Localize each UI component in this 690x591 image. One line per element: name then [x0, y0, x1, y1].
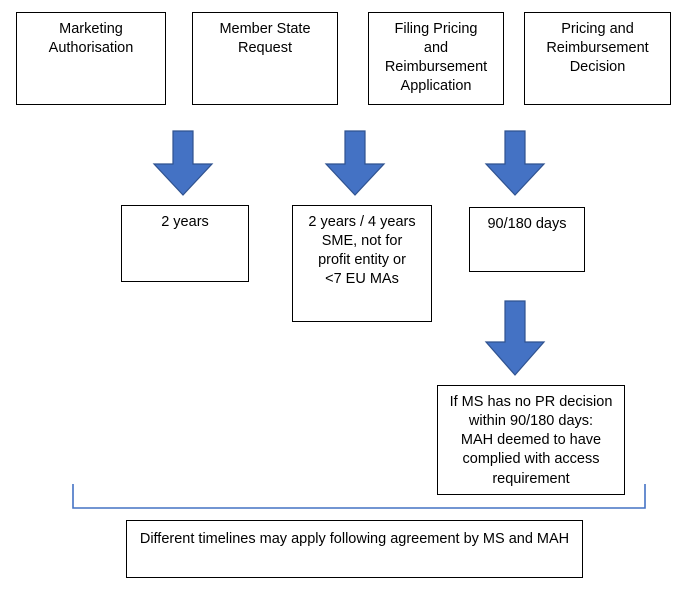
node-2-years: 2 years — [121, 205, 249, 282]
node-90-180-days: 90/180 days — [469, 207, 585, 272]
arrow-pricing-decision-to-90-180-days — [484, 130, 546, 197]
node-pricing-reimbursement-decision: Pricing and Reimbursement Decision — [524, 12, 671, 105]
node-2-years-4-years-sme: 2 years / 4 years SME, not for profit en… — [292, 205, 432, 322]
arrow-filing-application-to-2-4-years — [324, 130, 386, 197]
node-filing-pricing-reimbursement-application: Filing Pricing and Reimbursement Applica… — [368, 12, 504, 105]
node-no-pr-decision-outcome: If MS has no PR decision within 90/180 d… — [437, 385, 625, 495]
arrow-90-180-days-to-outcome — [484, 300, 546, 377]
node-member-state-request: Member State Request — [192, 12, 338, 105]
node-different-timelines: Different timelines may apply following … — [126, 520, 583, 578]
footer-bracket — [72, 484, 647, 512]
node-marketing-authorisation: Marketing Authorisation — [16, 12, 166, 105]
arrow-marketing-authorisation-to-2-years — [152, 130, 214, 197]
